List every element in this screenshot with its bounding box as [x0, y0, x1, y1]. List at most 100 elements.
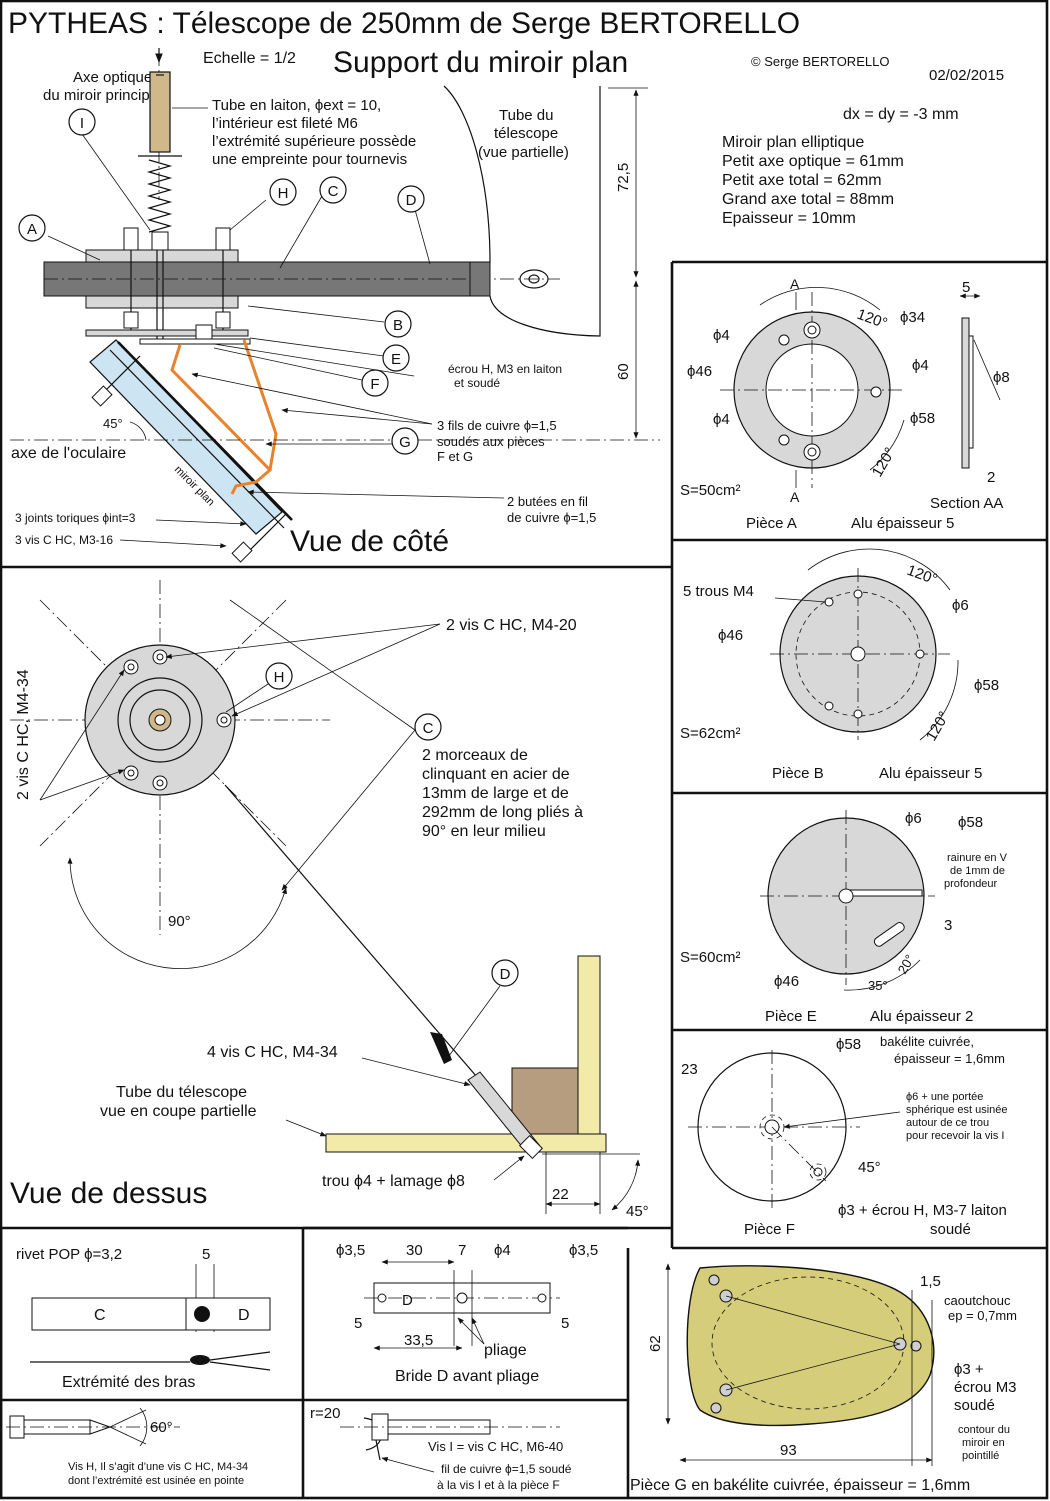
f-dim-23: 23 [681, 1061, 698, 1078]
a-dim-phi4-1: ϕ4 [713, 327, 730, 344]
a-angle-120-2: 120° [869, 445, 899, 480]
clinquant-note-1: 2 morceaux de [422, 747, 528, 764]
section-mark-top: A [790, 276, 800, 292]
g-dim-1-5: 1,5 [920, 1273, 941, 1290]
clinquant-note-4: 292mm de long pliés à [422, 804, 583, 821]
g-dim-62: 62 [647, 1335, 664, 1352]
top-label-C: C [423, 720, 434, 737]
e-dim-phi58: ϕ58 [958, 814, 983, 831]
label-G: G [399, 434, 411, 451]
tube-note-3: (vue partielle) [478, 144, 569, 161]
brass-tube [149, 71, 171, 153]
spring [146, 159, 173, 233]
rivet-dim-5: 5 [202, 1246, 210, 1263]
screw-h-panel: 60° Vis H, Il s’agit d’une vis C HC, M4-… [6, 1407, 248, 1487]
e-angle-20: 20° [895, 952, 918, 977]
e-dim-3: 3 [944, 917, 952, 934]
b-angle-2: 120° [923, 709, 953, 744]
clinquant-note-2: clinquant en acier de [422, 766, 570, 783]
label-B: B [393, 317, 403, 334]
i-wire-2: à la vis I et à la pièce F [437, 1478, 560, 1492]
nut-note-1: écrou H, M3 en laiton [448, 362, 562, 376]
mirror-spec-5: Epaisseur = 10mm [722, 210, 856, 227]
bride-dim-5-r: 5 [561, 1315, 569, 1332]
label-F: F [370, 376, 379, 393]
bride-d: D [402, 1292, 413, 1309]
rivet-caption: Extrémité des bras [62, 1374, 195, 1391]
section-mark-bottom: A [790, 489, 800, 505]
clinquant-note-5: 90° en leur milieu [422, 823, 546, 840]
f-hole-1: ϕ6 + une portée [906, 1091, 983, 1103]
eyepiece-axis-label: axe de l'oculaire [11, 445, 126, 462]
tube-section-1: Tube du télescope [116, 1084, 247, 1101]
top-label-H: H [274, 669, 285, 686]
piece-g-shape [686, 1265, 935, 1427]
label-A: A [27, 221, 37, 238]
clinquant-note-3: 13mm de large et de [422, 785, 569, 802]
screws-m4-34-vertical: 2 vis C HC, M4-34 [15, 669, 32, 800]
stops-note-2: de cuivre ϕ=1,5 [507, 510, 596, 525]
dim-60: 60 [615, 363, 632, 380]
a-section: Section AA [930, 495, 1003, 512]
e-area: S=60cm² [680, 949, 740, 966]
brass-note-1: Tube en laiton, ϕext = 10, [212, 97, 381, 114]
b-material: Alu épaisseur 5 [879, 765, 982, 782]
g-contour-2: miroir en [962, 1437, 1005, 1449]
wires-note-2: soudés aux pièces [437, 434, 545, 449]
rivet-d: D [238, 1307, 250, 1324]
bride-dim-5-l: 5 [354, 1315, 362, 1332]
screws-note: 3 vis C HC, M3-16 [15, 533, 113, 547]
scale-note: Echelle = 1/2 [203, 50, 296, 67]
a-dim-phi58: ϕ58 [910, 410, 935, 427]
a-dim-phi34: ϕ34 [900, 309, 925, 326]
a-dim-5: 5 [962, 279, 970, 296]
f-material-2: épaisseur = 1,6mm [894, 1051, 1005, 1066]
bride-dim-phi35-r: ϕ3,5 [569, 1242, 598, 1259]
brass-note-3: l’extrémité supérieure possède [212, 133, 416, 150]
piece-f-panel: ϕ58 bakélite cuivrée, épaisseur = 1,6mm … [681, 1034, 1008, 1238]
bride-dim-33-5: 33,5 [404, 1332, 433, 1349]
e-groove-1: rainure en V [947, 852, 1008, 864]
side-angle-45: 45° [103, 416, 123, 431]
a-dim-phi4-3: ϕ4 [912, 357, 929, 374]
top-angle-45: 45° [626, 1203, 649, 1220]
e-groove-2: de 1mm de [950, 865, 1005, 877]
g-contour-3: pointillé [962, 1450, 999, 1462]
top-angle-90: 90° [168, 913, 191, 930]
b-name: Pièce B [772, 765, 824, 782]
page-title: PYTHEAS : Télescope de 250mm de Serge BE… [8, 7, 800, 40]
f-material-1: bakélite cuivrée, [880, 1034, 974, 1049]
hole-note: trou ϕ4 + lamage ϕ8 [322, 1173, 465, 1190]
rivet-note: rivet POP ϕ=3,2 [16, 1246, 122, 1263]
f-hole-4: pour recevoir la vis I [906, 1130, 1004, 1142]
nut-note-2: et soudé [454, 376, 500, 390]
dim-72-5: 72,5 [615, 163, 632, 192]
tube-note-2: télescope [494, 125, 558, 142]
stops-note-1: 2 butées en fil [507, 494, 588, 509]
top-view-title: Vue de dessus [10, 1177, 207, 1210]
brass-note-2: l’intérieur est fileté M6 [212, 115, 358, 132]
i-caption: Vis I = vis C HC, M6-40 [428, 1439, 563, 1454]
four-screws-note: 4 vis C HC, M4-34 [207, 1044, 338, 1061]
bride-caption: Bride D avant pliage [395, 1368, 539, 1385]
a-name: Pièce A [746, 515, 797, 532]
a-material: Alu épaisseur 5 [851, 515, 954, 532]
brass-note-4: une empreinte pour tournevis [212, 151, 407, 168]
g-nut-3: soudé [954, 1397, 995, 1414]
tube-note-1: Tube du [499, 107, 554, 124]
screws-m4-20: 2 vis C HC, M4-20 [446, 617, 577, 634]
piece-e-panel: ϕ6 ϕ58 rainure en V de 1mm de profondeur… [680, 810, 1008, 1025]
mirror-spec-1: Miroir plan elliptique [722, 134, 864, 151]
bride-bend: pliage [484, 1342, 527, 1359]
f-dim-phi58: ϕ58 [836, 1036, 861, 1053]
g-contour-1: contour du [958, 1424, 1010, 1436]
top-label-D: D [500, 966, 511, 983]
f-nut-2: soudé [930, 1221, 971, 1238]
piece-b-panel: 5 trous M4 ϕ46 ϕ6 ϕ58 120° 120° S=62cm² … [680, 548, 999, 782]
mirror-spec-4: Grand axe total = 88mm [722, 191, 894, 208]
e-angle-35: 35° [868, 978, 888, 993]
f-hole-3: autour de ce trou [906, 1117, 989, 1129]
label-D: D [406, 192, 417, 209]
